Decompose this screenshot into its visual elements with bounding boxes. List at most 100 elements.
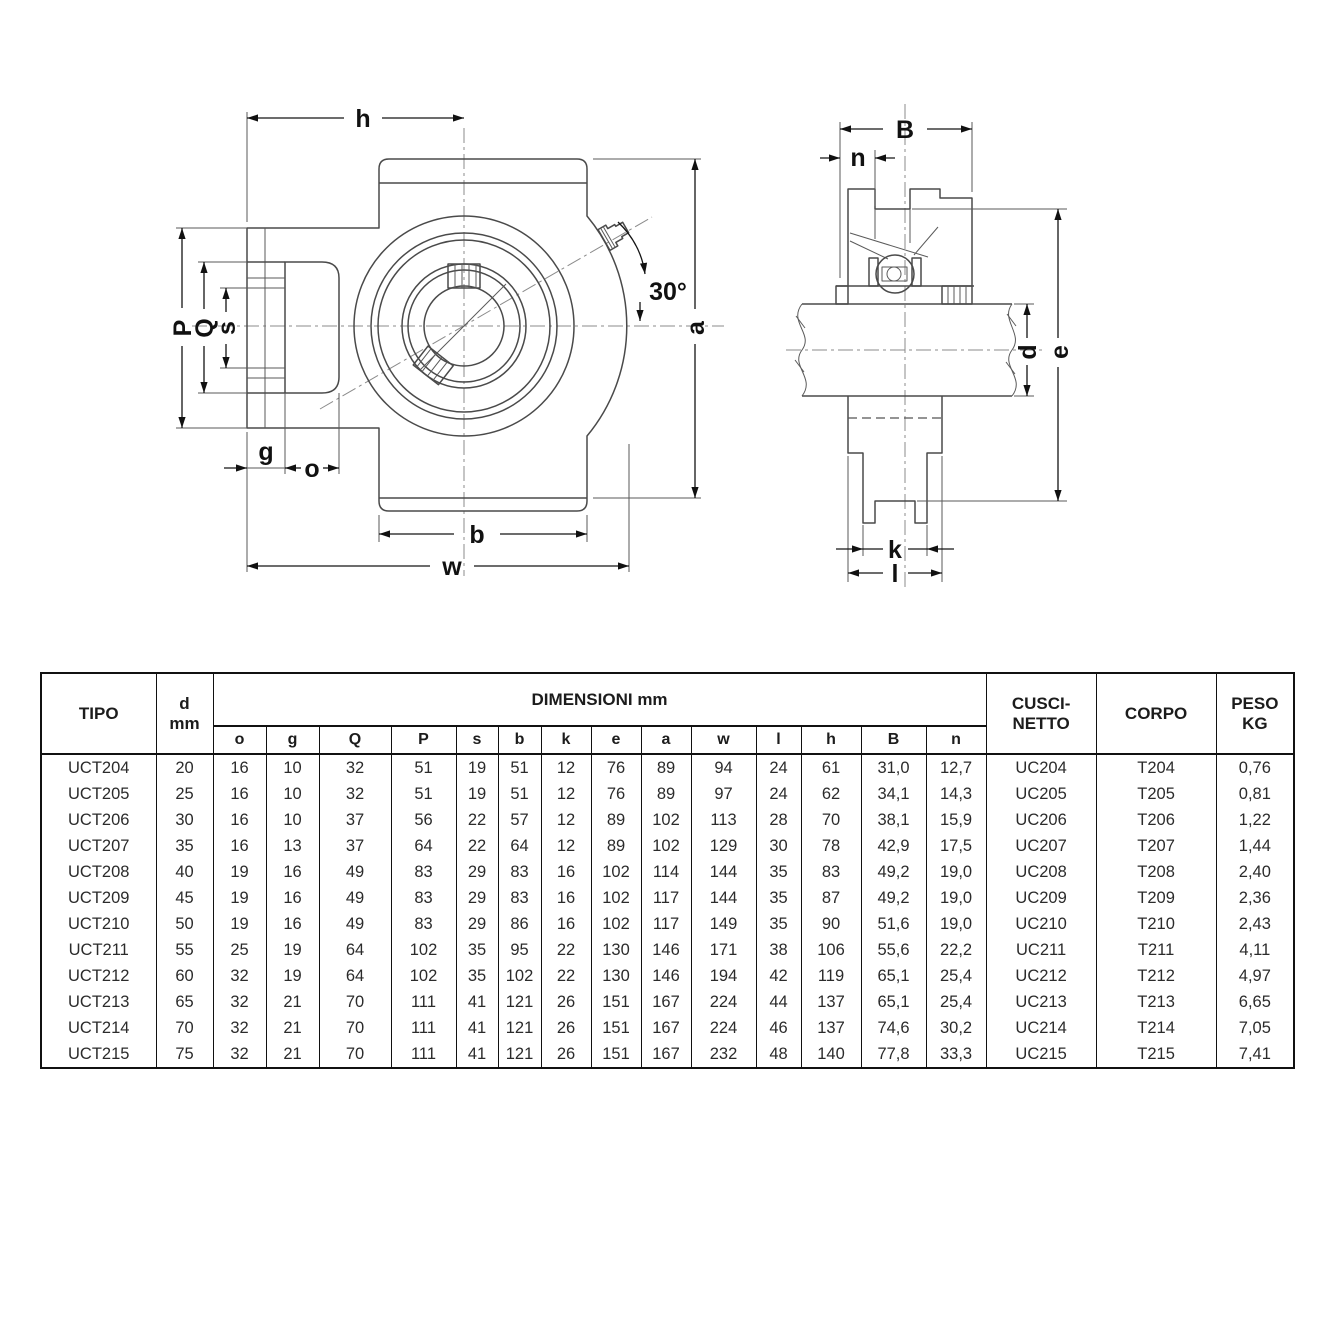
col-header-tipo: TIPO	[40, 673, 157, 754]
dim-label-angle: 30°	[649, 278, 687, 306]
cell-n: 30,2	[925, 1015, 987, 1041]
dim-label-P: P	[169, 320, 197, 337]
cell-w: 232	[690, 1041, 757, 1068]
cell-b: 51	[497, 754, 542, 781]
cell-d: 55	[155, 937, 214, 963]
cell-Q: 37	[318, 833, 392, 859]
cell-cuscinetto: UC205	[985, 781, 1097, 807]
cell-peso: 1,44	[1215, 833, 1295, 859]
cell-peso: 7,41	[1215, 1041, 1295, 1068]
cell-n: 17,5	[925, 833, 987, 859]
cell-d: 65	[155, 989, 214, 1015]
cell-cuscinetto: UC207	[985, 833, 1097, 859]
cell-k: 12	[540, 807, 592, 833]
cell-s: 29	[455, 859, 499, 885]
cell-cuscinetto: UC213	[985, 989, 1097, 1015]
cell-k: 16	[540, 911, 592, 937]
cell-w: 113	[690, 807, 757, 833]
cell-cuscinetto: UC206	[985, 807, 1097, 833]
cell-B: 42,9	[860, 833, 927, 859]
cell-w: 224	[690, 989, 757, 1015]
cell-B: 49,2	[860, 885, 927, 911]
bearing-circles	[353, 215, 575, 437]
dim-label-h: h	[355, 105, 370, 133]
cell-k: 16	[540, 885, 592, 911]
cell-o: 19	[212, 911, 267, 937]
cell-h: 106	[800, 937, 862, 963]
cell-b: 121	[497, 989, 542, 1015]
cell-P: 51	[390, 754, 457, 781]
cell-peso: 4,11	[1215, 937, 1295, 963]
cell-h: 62	[800, 781, 862, 807]
set-screw-top	[447, 263, 481, 289]
cell-P: 102	[390, 937, 457, 963]
cell-o: 32	[212, 963, 267, 989]
cell-l: 35	[755, 885, 802, 911]
dim-col-header-h: h	[800, 725, 862, 754]
cell-P: 111	[390, 1041, 457, 1068]
cell-P: 64	[390, 833, 457, 859]
dim-col-header-l: l	[755, 725, 802, 754]
cell-cuscinetto: UC215	[985, 1041, 1097, 1068]
cell-e: 76	[590, 781, 642, 807]
cell-tipo: UCT213	[40, 989, 157, 1015]
dim-col-header-o: o	[212, 725, 267, 754]
cell-d: 45	[155, 885, 214, 911]
cell-peso: 0,81	[1215, 781, 1295, 807]
cell-d: 75	[155, 1041, 214, 1068]
dim-label-o: o	[304, 455, 319, 483]
cell-peso: 2,36	[1215, 885, 1295, 911]
cell-e: 89	[590, 807, 642, 833]
cell-tipo: UCT212	[40, 963, 157, 989]
side-housing-top	[835, 188, 974, 305]
front-extension-lines	[176, 112, 701, 572]
col-header-corpo: CORPO	[1095, 673, 1217, 754]
cell-w: 224	[690, 1015, 757, 1041]
cell-a: 167	[640, 989, 692, 1015]
cell-b: 95	[497, 937, 542, 963]
cell-a: 146	[640, 937, 692, 963]
cell-d: 35	[155, 833, 214, 859]
header-row-main: TIPO d mm DIMENSIONI mm CUSCI- NETTO COR…	[40, 673, 1295, 754]
cell-P: 102	[390, 963, 457, 989]
cell-corpo: T205	[1095, 781, 1217, 807]
set-screw-lower-left	[412, 345, 454, 386]
dim-col-header-P: P	[390, 725, 457, 754]
cell-P: 56	[390, 807, 457, 833]
cell-a: 117	[640, 911, 692, 937]
cell-b: 57	[497, 807, 542, 833]
cell-s: 22	[455, 807, 499, 833]
cell-tipo: UCT209	[40, 885, 157, 911]
cell-corpo: T215	[1095, 1041, 1217, 1068]
cell-a: 89	[640, 781, 692, 807]
cell-h: 140	[800, 1041, 862, 1068]
cell-Q: 49	[318, 859, 392, 885]
cell-cuscinetto: UC214	[985, 1015, 1097, 1041]
dim-label-s: s	[213, 321, 241, 335]
cell-tipo: UCT208	[40, 859, 157, 885]
cell-o: 25	[212, 937, 267, 963]
cell-h: 70	[800, 807, 862, 833]
cell-b: 86	[497, 911, 542, 937]
cell-Q: 70	[318, 1041, 392, 1068]
dim-col-header-w: w	[690, 725, 757, 754]
cell-k: 22	[540, 963, 592, 989]
cell-l: 38	[755, 937, 802, 963]
cell-k: 12	[540, 781, 592, 807]
cell-a: 117	[640, 885, 692, 911]
cell-o: 32	[212, 1015, 267, 1041]
cell-s: 29	[455, 911, 499, 937]
cell-k: 12	[540, 754, 592, 781]
dim-label-B: B	[896, 116, 914, 144]
cell-w: 194	[690, 963, 757, 989]
cell-tipo: UCT207	[40, 833, 157, 859]
cell-e: 102	[590, 885, 642, 911]
cell-g: 21	[265, 989, 320, 1015]
cell-Q: 49	[318, 885, 392, 911]
cell-corpo: T210	[1095, 911, 1217, 937]
cell-B: 55,6	[860, 937, 927, 963]
